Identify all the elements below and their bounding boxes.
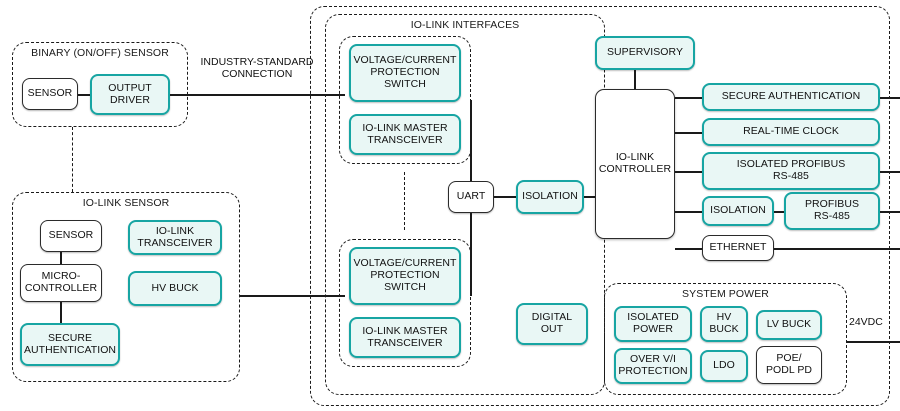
block-over-vi-protection[interactable]: OVER V/I PROTECTION: [614, 348, 692, 384]
block-voltage-current-protection-switch-1[interactable]: VOLTAGE/CURRENT PROTECTION SWITCH: [349, 44, 461, 102]
block-binary-sensor-output-driver[interactable]: OUTPUT DRIVER: [90, 74, 170, 115]
block-lv-buck[interactable]: LV BUCK: [756, 310, 822, 340]
block-real-time-clock[interactable]: REAL-TIME CLOCK: [702, 118, 880, 146]
line-binary-sensor-to-interface: [170, 94, 345, 96]
line-system-power-to-edge: [847, 341, 900, 343]
group-system-power: SYSTEM POWER: [604, 283, 847, 395]
block-isolated-profibus[interactable]: ISOLATED PROFIBUS RS-485: [702, 152, 880, 190]
line-controller-to-ethernet: [675, 248, 702, 250]
block-supervisory[interactable]: SUPERVISORY: [595, 36, 695, 70]
line-uart-bus-bottom: [470, 213, 472, 296]
block-profibus[interactable]: PROFIBUS RS-485: [784, 192, 880, 230]
block-io-link-transceiver[interactable]: IO-LINK TRANSCEIVER: [128, 220, 222, 255]
block-io-link-sensor-secure-authentication[interactable]: SECURE AUTHENTICATION: [20, 323, 120, 366]
group-outer-system: [310, 6, 890, 406]
line-secure-auth-to-edge: [880, 97, 900, 99]
line-isolated-profibus-to-edge: [880, 171, 900, 173]
line-sensor-to-microcontroller: [60, 252, 62, 264]
block-io-link-sensor-sensor[interactable]: SENSOR: [40, 220, 102, 252]
block-digital-out[interactable]: DIGITAL OUT: [516, 303, 588, 345]
line-supervisory-to-controller: [634, 70, 636, 89]
block-ethernet[interactable]: ETHERNET: [702, 235, 774, 261]
line-isolation-to-profibus: [774, 211, 784, 213]
group-binary-sensor-title: BINARY (ON/OFF) SENSOR: [31, 47, 169, 59]
line-sensor-groups-link: [72, 127, 73, 192]
block-ldo[interactable]: LDO: [700, 350, 748, 382]
line-controller-to-isolation-profibus: [675, 211, 702, 213]
block-io-link-master-transceiver-2[interactable]: IO-LINK MASTER TRANSCEIVER: [349, 317, 461, 358]
block-io-link-sensor-hv-buck[interactable]: HV BUCK: [128, 271, 222, 306]
label-24vdc: 24VDC: [849, 316, 883, 328]
block-isolated-power[interactable]: ISOLATED POWER: [614, 306, 692, 342]
line-sensor-to-output-driver: [78, 94, 90, 96]
group-system-power-title: SYSTEM POWER: [682, 288, 769, 300]
block-uart[interactable]: UART: [448, 181, 494, 213]
line-io-link-sensor-to-interface: [240, 295, 345, 297]
group-io-link-sensor: IO-LINK SENSOR: [12, 192, 240, 382]
block-io-link-master-transceiver-1[interactable]: IO-LINK MASTER TRANSCEIVER: [349, 114, 461, 155]
line-controller-to-isolated-profibus: [675, 171, 702, 173]
group-binary-sensor: BINARY (ON/OFF) SENSOR: [12, 42, 188, 127]
label-industry-standard-connection: INDUSTRY-STANDARD CONNECTION: [200, 56, 314, 81]
block-binary-sensor-sensor[interactable]: SENSOR: [22, 78, 78, 110]
line-profibus-to-edge: [880, 211, 900, 213]
line-isolation-to-controller: [584, 196, 595, 198]
block-io-link-controller[interactable]: IO-LINK CONTROLLER: [595, 89, 675, 239]
block-isolation-profibus[interactable]: ISOLATION: [702, 196, 774, 226]
block-poe-podl-pd[interactable]: POE/ PODL PD: [756, 346, 822, 384]
block-secure-authentication[interactable]: SECURE AUTHENTICATION: [702, 83, 880, 111]
line-microcontroller-to-secure-auth: [60, 302, 62, 323]
group-io-link-sensor-title: IO-LINK SENSOR: [82, 197, 170, 209]
line-uart-bus-top: [470, 100, 472, 181]
line-controller-to-secure-auth: [675, 97, 702, 99]
block-microcontroller[interactable]: MICRO- CONTROLLER: [20, 264, 102, 302]
block-voltage-current-protection-switch-2[interactable]: VOLTAGE/CURRENT PROTECTION SWITCH: [349, 247, 461, 305]
line-ethernet-to-edge: [774, 248, 900, 250]
line-uart-to-isolation: [494, 196, 516, 198]
line-controller-to-rtc: [675, 132, 702, 134]
block-system-power-hv-buck[interactable]: HV BUCK: [700, 306, 748, 342]
group-io-link-interfaces-title: IO-LINK INTERFACES: [410, 19, 520, 31]
line-interface-groups-ellipsis: [404, 172, 405, 230]
block-isolation-main[interactable]: ISOLATION: [516, 180, 584, 214]
group-interface-bottom: [339, 239, 471, 367]
